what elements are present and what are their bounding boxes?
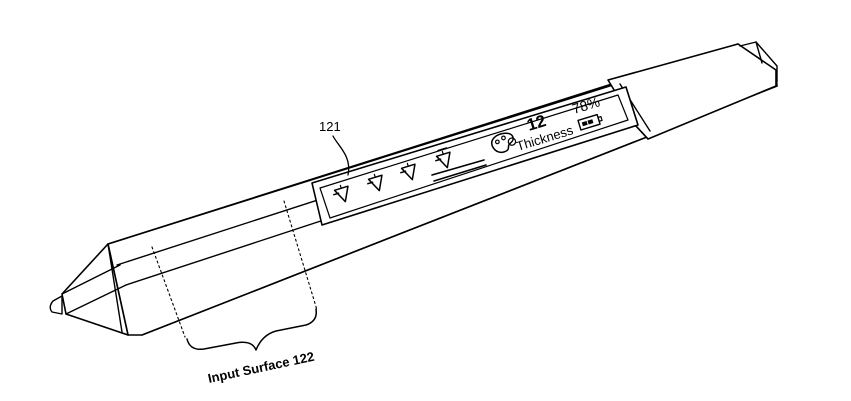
pen-tip-selected-icon[interactable] [433, 147, 454, 170]
selected-thickness-indicator [431, 159, 485, 176]
palette-icon[interactable] [490, 130, 518, 154]
input-surface-left-edge [151, 246, 186, 338]
display-reference-label: 121 [319, 119, 341, 134]
pen-tip-thick-icon[interactable] [399, 161, 419, 182]
thickness-value: 12 [525, 111, 549, 135]
display-panel [311, 86, 639, 226]
input-surface-callout: Input Surface 122 [186, 308, 318, 386]
input-surface-label: Input Surface 122 [207, 349, 316, 386]
pen-tip-thin-icon[interactable] [332, 183, 352, 204]
input-surface-right-edge [283, 200, 318, 311]
input-surface-brace [186, 308, 318, 351]
stylus-pen: 12 Thickness 78% [49, 41, 778, 338]
callout-121: 121 [319, 119, 350, 176]
callout-121-leader [332, 135, 350, 176]
display-screen [319, 94, 629, 219]
pen-tip-medium-icon[interactable] [366, 172, 386, 193]
battery-percent: 78% [570, 93, 601, 116]
battery-icon [577, 113, 603, 131]
